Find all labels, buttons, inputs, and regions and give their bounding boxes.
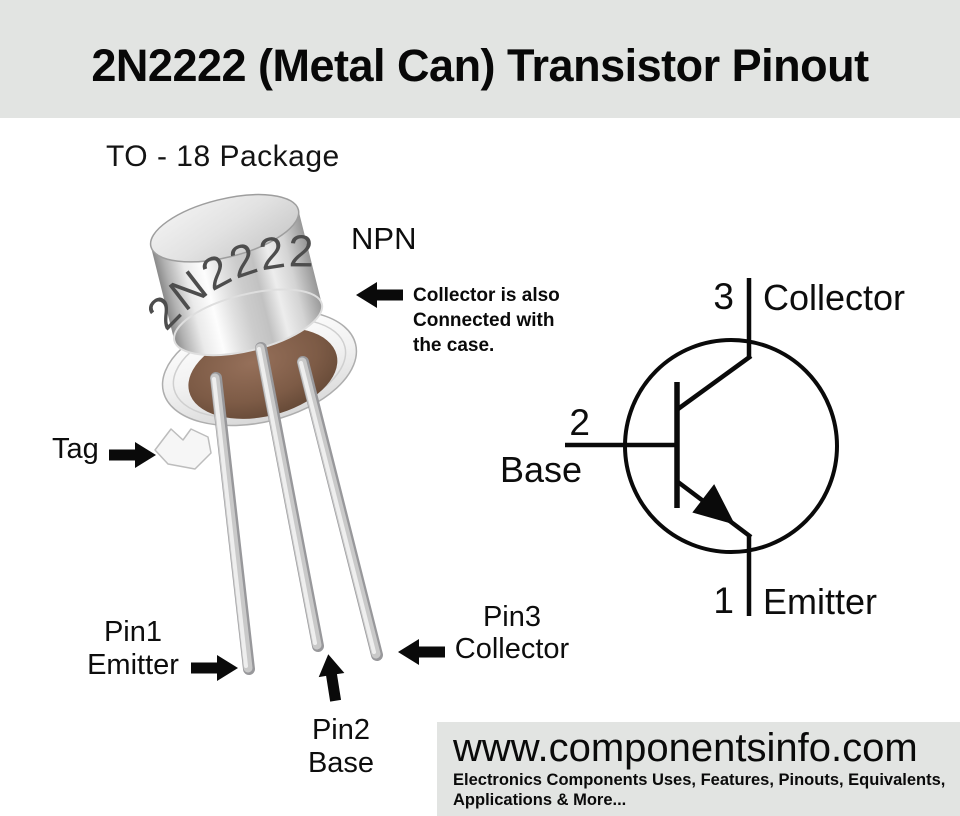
- case-tag: [154, 428, 212, 470]
- pin2-callout: Pin2 Base: [281, 714, 401, 780]
- schematic-emitter-label: Emitter: [763, 581, 878, 622]
- npn-type-label: NPN: [351, 221, 417, 256]
- case-note-line2: Connected with: [413, 310, 555, 331]
- footer-tagline-line2: Applications & More...: [453, 791, 627, 809]
- title-band: [0, 0, 960, 118]
- pin2-lead: [255, 342, 324, 652]
- pin3-callout: Pin3 Collector: [437, 601, 587, 665]
- symbol-collector-diag: [676, 354, 753, 411]
- pin3-role: Collector: [454, 633, 570, 665]
- can-top: [149, 193, 300, 263]
- package-label: TO - 18 Package: [106, 140, 340, 173]
- schematic-base-number: 2: [569, 402, 590, 443]
- schematic-emitter-number: 1: [713, 580, 734, 621]
- page-title: 2N2222 (Metal Can) Transistor Pinout: [91, 40, 869, 91]
- npn-schematic-symbol: [565, 278, 839, 616]
- pin2-name: Pin2: [311, 714, 371, 746]
- pin1-lead: [210, 372, 255, 675]
- can-crimp: [173, 288, 324, 357]
- tag-arrow-right-icon: [109, 442, 156, 468]
- transistor-photo: 2N2222: [126, 193, 383, 675]
- pin2-role: Base: [307, 747, 375, 779]
- schematic-base-label: Base: [499, 449, 582, 490]
- symbol-emitter-arrowhead: [692, 484, 735, 525]
- pin3-lead: [297, 356, 383, 661]
- footer-credit-box: www.componentsinfo.com Electronics Compo…: [437, 722, 960, 816]
- case-note-line1: Collector is also: [413, 285, 560, 306]
- pin1-name: Pin1: [103, 616, 163, 648]
- pin2-arrow-up-icon: [315, 652, 349, 703]
- case-note-line3: the case.: [413, 335, 495, 356]
- schematic-collector-label: Collector: [763, 277, 906, 318]
- case-arrow-left-icon: [356, 282, 403, 308]
- footer-tagline-line1: Electronics Components Uses, Features, P…: [453, 771, 946, 789]
- pin1-role: Emitter: [87, 649, 179, 681]
- tag-label: Tag: [52, 433, 99, 465]
- footer-site-url: www.componentsinfo.com: [453, 726, 918, 770]
- schematic-collector-number: 3: [713, 276, 734, 317]
- case-note: Collector is also Connected with the cas…: [413, 283, 560, 358]
- pin3-name: Pin3: [482, 601, 542, 633]
- pin1-callout: Pin1 Emitter: [58, 616, 208, 682]
